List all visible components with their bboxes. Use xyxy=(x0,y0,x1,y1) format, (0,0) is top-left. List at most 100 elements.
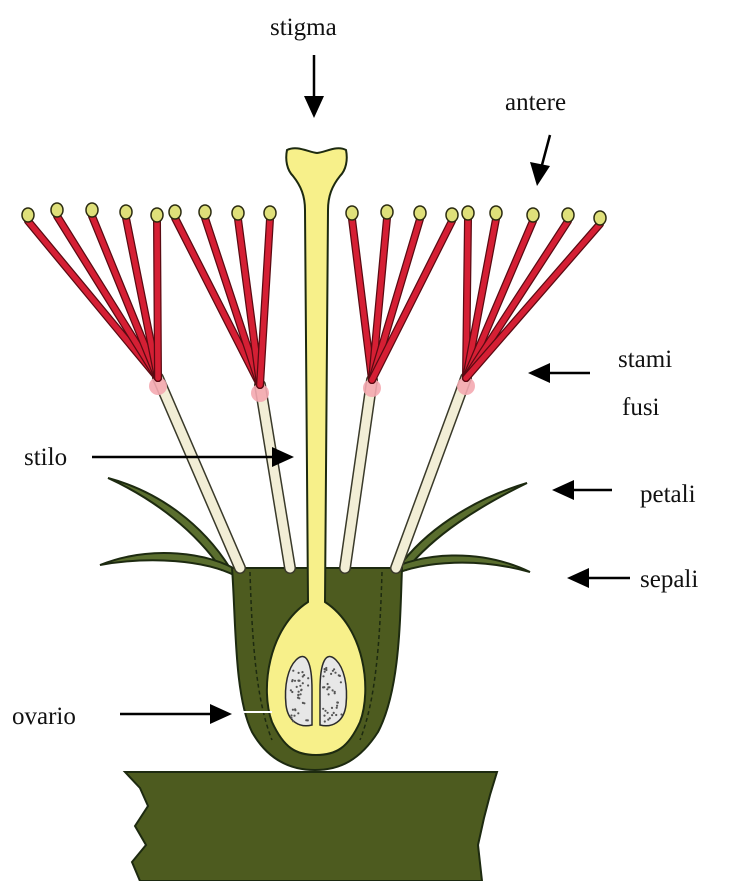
ovule-dot xyxy=(301,671,303,673)
arrow-petali xyxy=(552,480,612,500)
arrow-ovario xyxy=(120,704,232,724)
ovule-dot xyxy=(332,670,334,672)
ovule-dot xyxy=(324,671,326,673)
label-stami: stami xyxy=(618,346,672,373)
ovule-dot xyxy=(290,717,292,719)
ovule-dot xyxy=(292,679,294,681)
anther xyxy=(51,203,63,217)
ovule-dot xyxy=(298,680,300,682)
ovule-dot xyxy=(324,720,326,722)
ovule-dot xyxy=(323,715,325,717)
ovule-dot xyxy=(340,681,342,683)
arrow-stigma xyxy=(304,55,324,118)
anther xyxy=(446,208,458,222)
ovule-dot xyxy=(298,672,300,674)
label-petali: petali xyxy=(640,481,696,508)
label-stilo: stilo xyxy=(24,444,67,471)
fused-filament-base xyxy=(260,385,290,568)
anther xyxy=(151,208,163,222)
label-ovario: ovario xyxy=(12,703,76,730)
ovule-dot xyxy=(327,683,329,685)
ovule-dot xyxy=(299,685,301,687)
anther xyxy=(199,205,211,219)
ovule-dot xyxy=(336,701,338,703)
anther xyxy=(462,206,474,220)
ovule-dot xyxy=(322,675,324,677)
filament xyxy=(157,221,158,378)
ovule-dot xyxy=(326,688,328,690)
anther xyxy=(490,206,502,220)
anther xyxy=(594,211,606,225)
ovule-dot xyxy=(297,694,299,696)
ovule-dot xyxy=(303,674,305,676)
ovule-dot xyxy=(307,677,309,679)
ovule-dot xyxy=(294,680,296,682)
filament xyxy=(466,224,600,378)
ovule-dot xyxy=(338,674,340,676)
anther xyxy=(562,208,574,222)
ovule-dot xyxy=(294,708,296,710)
ovule-dot xyxy=(331,707,333,709)
ovule-dot xyxy=(307,684,309,686)
ovule-dot xyxy=(334,672,336,674)
stamen-bundle-2 xyxy=(169,205,290,568)
ovule-dot xyxy=(302,682,304,684)
ovule-dot xyxy=(296,686,298,688)
anther xyxy=(346,206,358,220)
arrow-stami-fusi xyxy=(528,363,590,383)
ovule-dot xyxy=(297,712,299,714)
arrow-antere xyxy=(530,135,550,186)
label-fusi: fusi xyxy=(622,394,660,421)
anther xyxy=(169,205,181,219)
ovule-dot xyxy=(305,719,307,721)
anther xyxy=(232,206,244,220)
ovule-dot xyxy=(292,670,294,672)
ovule-dot xyxy=(336,707,338,709)
ovule-dot xyxy=(293,715,295,717)
ovule-dot xyxy=(324,710,326,712)
ovule-dot xyxy=(328,693,330,695)
ovule-dot xyxy=(290,689,292,691)
label-stigma: stigma xyxy=(270,14,337,41)
ovule-dot xyxy=(292,720,294,722)
stamen-bundle-1 xyxy=(22,203,240,568)
label-sepali: sepali xyxy=(640,566,698,593)
ovule-dot xyxy=(297,697,299,699)
ovule-dot xyxy=(334,692,336,694)
ovule-dot xyxy=(332,689,334,691)
ovule-dot xyxy=(333,712,335,714)
ovule-dot xyxy=(329,717,331,719)
anther xyxy=(381,205,393,219)
stamen-bundle-3 xyxy=(345,205,458,568)
ovule-dot xyxy=(330,673,332,675)
ovule-dot xyxy=(340,713,342,715)
ovule-dot xyxy=(300,693,302,695)
label-antere: antere xyxy=(505,89,566,116)
anther xyxy=(527,208,539,222)
stamen-bundle-4 xyxy=(396,206,606,568)
ovule-dot xyxy=(335,714,337,716)
ovule-dot xyxy=(290,714,292,716)
anther xyxy=(414,206,426,220)
ovule-dot xyxy=(323,686,325,688)
ovule-dot xyxy=(331,714,333,716)
ovule-dot xyxy=(292,709,294,711)
anther xyxy=(264,206,276,220)
ovule-dot xyxy=(291,691,293,693)
anther xyxy=(86,203,98,217)
filament xyxy=(466,221,533,378)
ovule-dot xyxy=(298,691,300,693)
receptacle xyxy=(125,772,497,881)
fused-filament-base xyxy=(345,380,372,568)
anther xyxy=(120,205,132,219)
anther xyxy=(22,208,34,222)
ovule-dot xyxy=(327,712,329,714)
arrow-sepali xyxy=(567,568,630,588)
filament xyxy=(92,216,158,378)
ovule-dot xyxy=(302,702,304,704)
ovule-dot xyxy=(300,689,302,691)
ovule-dot xyxy=(336,705,338,707)
ovule-dot xyxy=(325,667,327,669)
filament xyxy=(352,219,372,380)
